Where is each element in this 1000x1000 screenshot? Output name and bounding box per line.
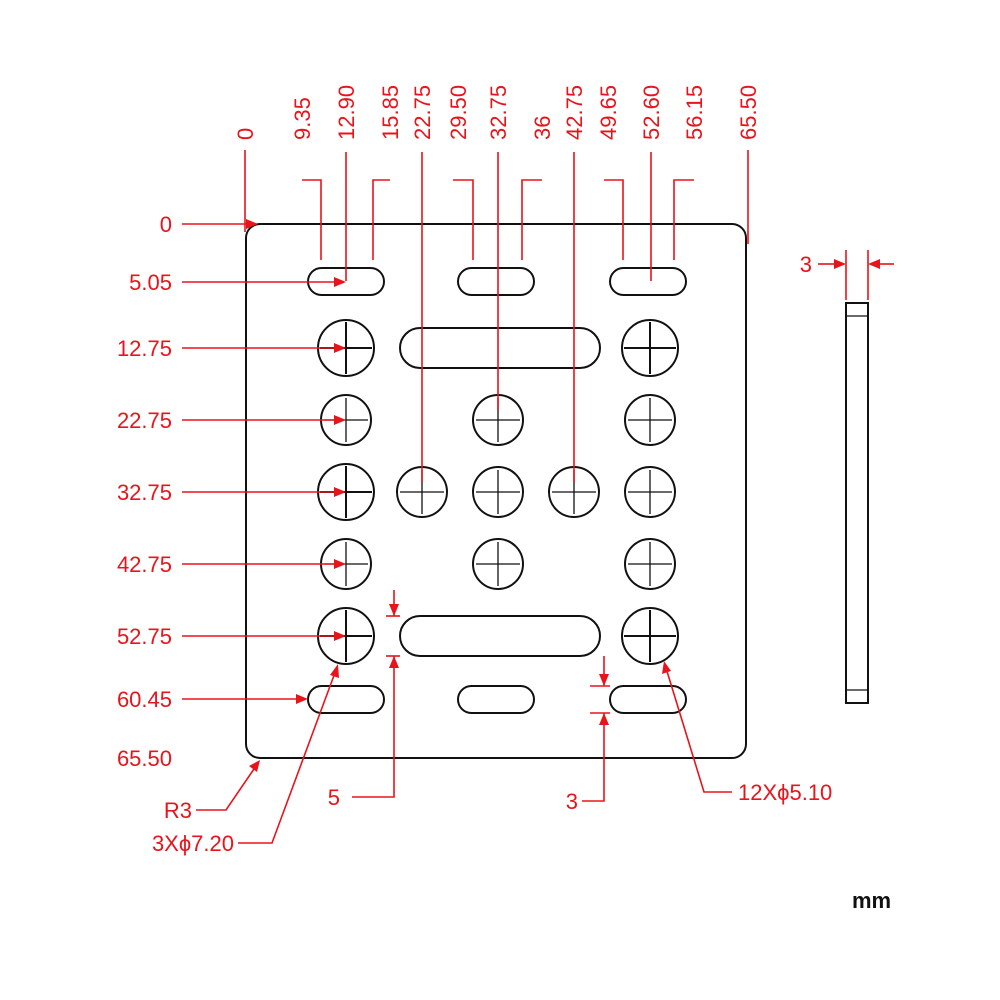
top-label: 42.75 [562,85,587,140]
small-hole [624,394,676,446]
top-label: 32.75 [486,85,511,140]
top-label: 65.50 [736,85,761,140]
small-hole [624,538,676,590]
left-label: 12.75 [117,336,172,361]
small-hole-label: 12Xϕ5.10 [738,780,832,805]
unit-label: mm [852,888,891,913]
top-label: 9.35 [290,97,315,140]
top-leaders [244,150,749,482]
slot-long-lower [399,615,601,657]
slot-long-upper [399,327,601,369]
small-hole [472,538,524,590]
left-labels: 0 5.05 12.75 22.75 32.75 42.75 52.75 60.… [117,212,172,771]
left-label: 22.75 [117,408,172,433]
top-label: 52.60 [639,85,664,140]
top-label: 29.50 [446,85,471,140]
left-label: 65.50 [117,746,172,771]
top-label: 49.65 [596,85,621,140]
small-hole [472,466,524,518]
top-labels: 0 9.35 12.90 15.85 22.75 29.50 32.75 36 … [233,85,761,140]
left-label: 52.75 [117,624,172,649]
left-label: 32.75 [117,480,172,505]
left-label: 42.75 [117,552,172,577]
large-hole [621,319,679,377]
slot-bottom-right [609,685,687,714]
slot-gap-label: 3 [566,789,578,814]
large-hole [621,607,679,665]
top-label: 15.85 [378,85,403,140]
top-label: 12.90 [334,85,359,140]
slot-top-center [457,267,535,296]
left-leaders [182,219,346,704]
callout-leaders [196,250,894,844]
side-view [845,302,869,704]
slot-bottom-center [457,685,535,714]
left-label: 5.05 [129,270,172,295]
top-label: 36 [530,116,555,140]
large-hole-label: 3Xϕ7.20 [152,831,234,856]
plate-outline [245,223,747,759]
left-label: 0 [160,212,172,237]
top-label: 0 [233,128,258,140]
slot-top-right [609,267,687,296]
small-hole [624,466,676,518]
left-label: 60.45 [117,687,172,712]
top-label: 56.15 [682,85,707,140]
corner-radius-label: R3 [164,798,192,823]
thickness-label: 3 [800,252,812,277]
top-label: 22.75 [410,85,435,140]
slot-bottom-left [307,685,385,714]
slot-width-label: 5 [328,785,340,810]
